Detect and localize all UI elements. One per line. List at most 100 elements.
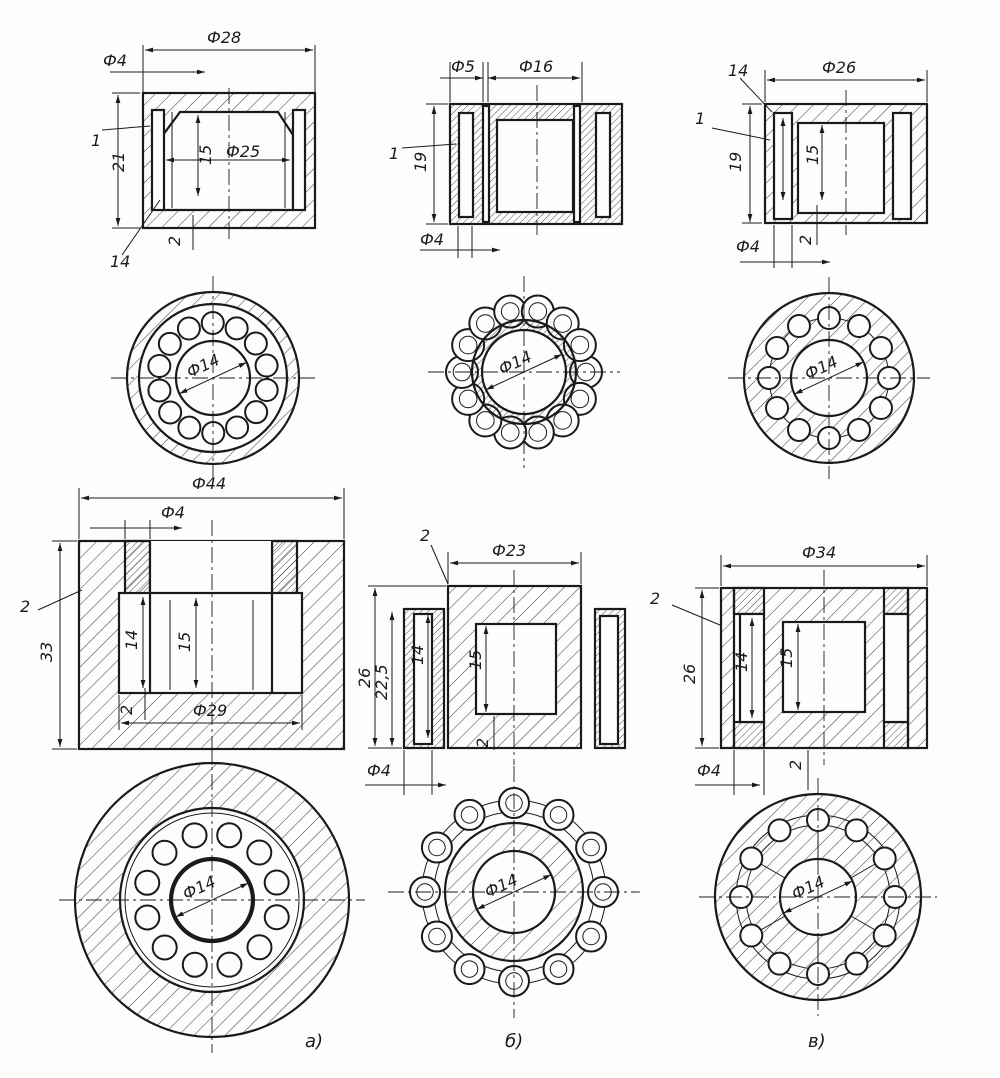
- a2-gap: 2: [117, 705, 136, 715]
- bore-dimension-line: [476, 874, 552, 910]
- b1-d-small: Ф4: [420, 230, 444, 249]
- ball: [542, 798, 575, 831]
- ball: [157, 331, 182, 356]
- ball: [739, 846, 764, 871]
- ball-inner: [458, 389, 478, 409]
- b1-ref-1: 1: [389, 144, 399, 163]
- ball-inner: [458, 335, 478, 355]
- bore-dimension-line: [794, 361, 864, 395]
- ball: [246, 934, 273, 961]
- plan-view-c-top: [728, 277, 930, 479]
- ball: [147, 378, 172, 403]
- ball-inner: [460, 806, 479, 824]
- ball-inner: [528, 302, 548, 321]
- ball: [868, 396, 893, 420]
- ball-inner: [500, 302, 520, 321]
- plan-view-a-bottom: [59, 747, 365, 1053]
- section-a-top: [101, 45, 317, 256]
- ball: [767, 818, 792, 843]
- c2-gap: 2: [786, 760, 805, 770]
- b2-ref-2: 2: [420, 526, 430, 545]
- ball: [151, 934, 178, 961]
- ball-inner: [570, 389, 590, 409]
- bore-dimension-line: [485, 353, 563, 391]
- a1-d-outer: Ф28: [207, 28, 241, 47]
- ball: [147, 353, 172, 378]
- ball-inner: [476, 411, 495, 430]
- ball: [872, 923, 897, 948]
- plan-view-b-bottom: [388, 766, 640, 1018]
- c2-h26: 26: [680, 664, 699, 684]
- ball: [224, 316, 249, 341]
- ball-inner: [582, 838, 600, 857]
- ball-inner: [476, 314, 495, 333]
- a2-h15: 15: [175, 632, 194, 652]
- ball: [134, 904, 161, 931]
- plan-view-b-top: [428, 276, 620, 468]
- ball: [847, 417, 871, 442]
- b1-d-inner: Ф16: [519, 57, 553, 76]
- c1-inner-height: 15: [803, 145, 822, 165]
- ball: [453, 798, 486, 831]
- caption-a: а): [305, 1031, 323, 1052]
- ball: [787, 417, 811, 442]
- plan-view-a-top: [111, 276, 315, 480]
- caption-c: в): [808, 1031, 826, 1052]
- ball: [739, 923, 764, 948]
- c1-gap: 2: [796, 235, 815, 245]
- ball: [151, 839, 178, 866]
- ball-inner: [428, 927, 446, 946]
- ball: [575, 831, 608, 864]
- c1-ref-14: 14: [728, 61, 748, 80]
- ball-inner: [428, 838, 446, 857]
- section-c-top: [711, 70, 929, 268]
- b2-h15: 15: [466, 650, 485, 670]
- a1-d-inner: Ф25: [226, 142, 260, 161]
- c1-d-outer: Ф26: [822, 58, 856, 77]
- a1-gap: 2: [165, 236, 184, 246]
- caption-b: б): [505, 1031, 523, 1052]
- ball: [246, 839, 273, 866]
- ball: [225, 415, 250, 440]
- ball: [244, 400, 269, 425]
- ball: [420, 831, 453, 864]
- c1-height: 19: [726, 152, 745, 172]
- ball: [765, 336, 790, 360]
- b2-h14: 14: [408, 645, 427, 665]
- c2-h15: 15: [777, 648, 796, 668]
- ball: [243, 331, 268, 356]
- ball: [216, 822, 243, 849]
- ball: [181, 822, 208, 849]
- ball-inner: [460, 960, 479, 978]
- bore-dimension-line: [783, 880, 853, 914]
- ball: [177, 415, 202, 440]
- ball: [767, 951, 792, 976]
- ball-inner: [549, 806, 568, 824]
- bore-dimension-line: [179, 361, 247, 395]
- a2-d-hole: Ф4: [161, 503, 185, 522]
- b1-height: 19: [411, 152, 430, 172]
- ball-inner: [500, 423, 520, 442]
- a2-d-inner: Ф29: [193, 701, 227, 720]
- ball-inner: [553, 314, 572, 333]
- ball: [765, 396, 790, 420]
- a1-ref-1: 1: [91, 131, 101, 150]
- ball-inner: [553, 411, 572, 430]
- ball: [844, 818, 869, 843]
- a2-ref-2: 2: [20, 597, 30, 616]
- c2-d-outer: Ф34: [802, 543, 836, 562]
- ball-inner: [570, 335, 590, 355]
- ball: [263, 904, 290, 931]
- ball: [847, 314, 871, 339]
- ball: [216, 951, 243, 978]
- c2-h14: 14: [732, 652, 751, 672]
- section-b-bottom: [365, 544, 627, 795]
- a1-d-hole: Ф4: [103, 51, 127, 70]
- a1-ref-14: 14: [110, 252, 130, 271]
- plan-view-c-bottom: [699, 778, 937, 1016]
- a2-h14: 14: [122, 630, 141, 650]
- ball: [420, 920, 453, 953]
- ball: [254, 353, 279, 378]
- b2-h22-5: 22,5: [372, 664, 391, 700]
